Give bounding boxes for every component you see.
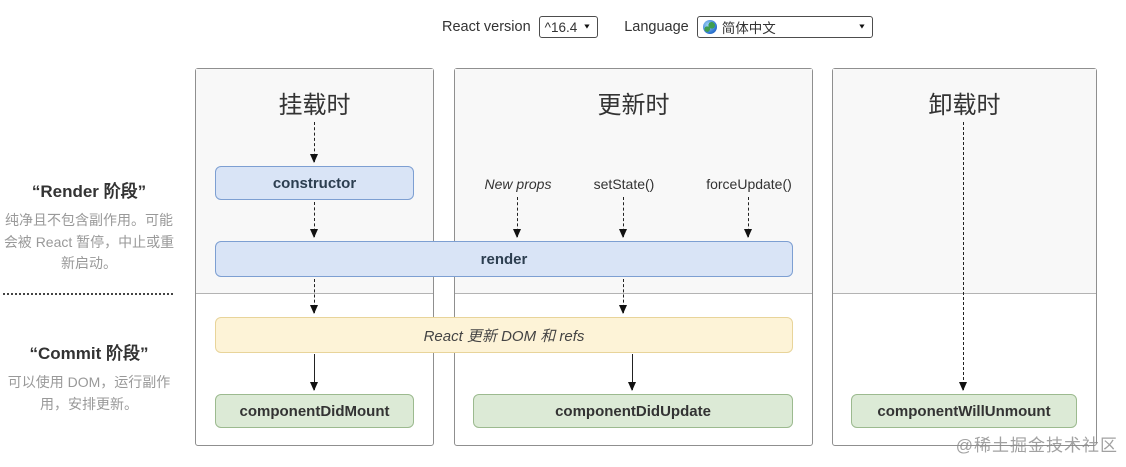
render-phase-note: “Render 阶段” 纯净且不包含副作用。可能会被 React 暂停，中止或重… xyxy=(0,177,178,275)
trigger-force-update[interactable]: forceUpdate() xyxy=(706,176,792,192)
arrow-force-update-to-render xyxy=(743,197,752,238)
component-did-mount-box[interactable]: componentDidMount xyxy=(215,394,414,428)
react-version-value: ^16.4 xyxy=(544,19,578,35)
commit-phase-description: 可以使用 DOM，运行副作用，安排更新。 xyxy=(7,374,171,412)
arrow-render-to-dom-update-update xyxy=(618,279,627,314)
arrow-dom-update-to-component-did-update xyxy=(627,354,636,391)
mount-column-title: 挂载时 xyxy=(278,92,351,119)
globe-icon xyxy=(702,20,717,34)
react-version-select[interactable]: ^16.4 xyxy=(538,16,599,38)
language-label: Language xyxy=(624,19,689,35)
arrow-dom-update-to-component-did-mount xyxy=(309,354,318,391)
chevron-down-icon xyxy=(582,22,592,32)
trigger-new-props: New props xyxy=(484,176,552,192)
arrow-set-state-to-render xyxy=(618,197,627,238)
unmount-column-title: 卸载时 xyxy=(928,92,1001,119)
component-did-update-box[interactable]: componentDidUpdate xyxy=(473,394,793,428)
unmount-render-phase-area xyxy=(833,69,1096,294)
constructor-box[interactable]: constructor xyxy=(215,166,414,200)
watermark: @稀土掘金技术社区 xyxy=(955,436,1118,455)
render-phase-description: 纯净且不包含副作用。可能会被 React 暂停，中止或重新启动。 xyxy=(3,212,175,272)
arrow-constructor-to-render xyxy=(309,202,318,238)
commit-phase-title: “Commit 阶段” xyxy=(29,344,149,363)
render-box[interactable]: render xyxy=(215,241,793,277)
react-version-label: React version xyxy=(442,19,531,35)
trigger-set-state[interactable]: setState() xyxy=(593,176,655,192)
phase-divider-dotted-line xyxy=(3,293,173,295)
chevron-down-icon xyxy=(857,22,867,32)
update-column-title: 更新时 xyxy=(597,92,670,119)
arrow-new-props-to-render xyxy=(512,197,521,238)
arrow-render-to-dom-update-mount xyxy=(309,279,318,314)
arrow-mount-to-constructor xyxy=(309,122,318,163)
arrow-unmount-to-component-will-unmount xyxy=(958,122,967,391)
header-controls: React version ^16.4 Language 简体中文 xyxy=(442,13,873,41)
language-value: 简体中文 xyxy=(721,21,776,36)
react-updates-dom-and-refs-box: React 更新 DOM 和 refs xyxy=(215,317,793,353)
commit-phase-note: “Commit 阶段” 可以使用 DOM，运行副作用，安排更新。 xyxy=(0,339,178,415)
component-will-unmount-box[interactable]: componentWillUnmount xyxy=(851,394,1077,428)
language-select[interactable]: 简体中文 xyxy=(696,16,873,38)
render-phase-title: “Render 阶段” xyxy=(31,182,147,201)
